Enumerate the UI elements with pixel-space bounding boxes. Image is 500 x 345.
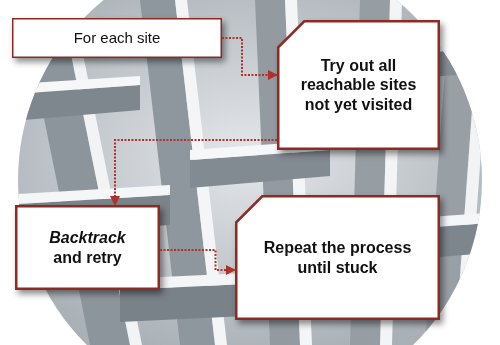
box-text: Backtrack <box>39 228 136 247</box>
box-text: Repeat the process until stuck <box>235 238 440 276</box>
box-outline <box>235 195 440 320</box>
process-box: For each site <box>12 18 222 58</box>
box-border <box>13 19 222 58</box>
box-outline <box>15 205 160 290</box>
flow-arrow <box>160 250 235 270</box>
box-border <box>16 206 159 289</box>
process-box: Backtrackand retry <box>15 205 160 290</box>
flow-arrow <box>222 38 277 75</box>
box-text: and retry <box>43 248 131 267</box>
snipped-corner-box: Try out all reachable sites not yet visi… <box>277 20 440 150</box>
box-border <box>236 196 439 319</box>
box-text: Try out all reachable sites not yet visi… <box>277 56 440 114</box>
flow-arrow <box>115 140 277 205</box>
snipped-corner-box: Repeat the process until stuck <box>235 195 440 320</box>
box-text: For each site <box>64 29 171 47</box>
